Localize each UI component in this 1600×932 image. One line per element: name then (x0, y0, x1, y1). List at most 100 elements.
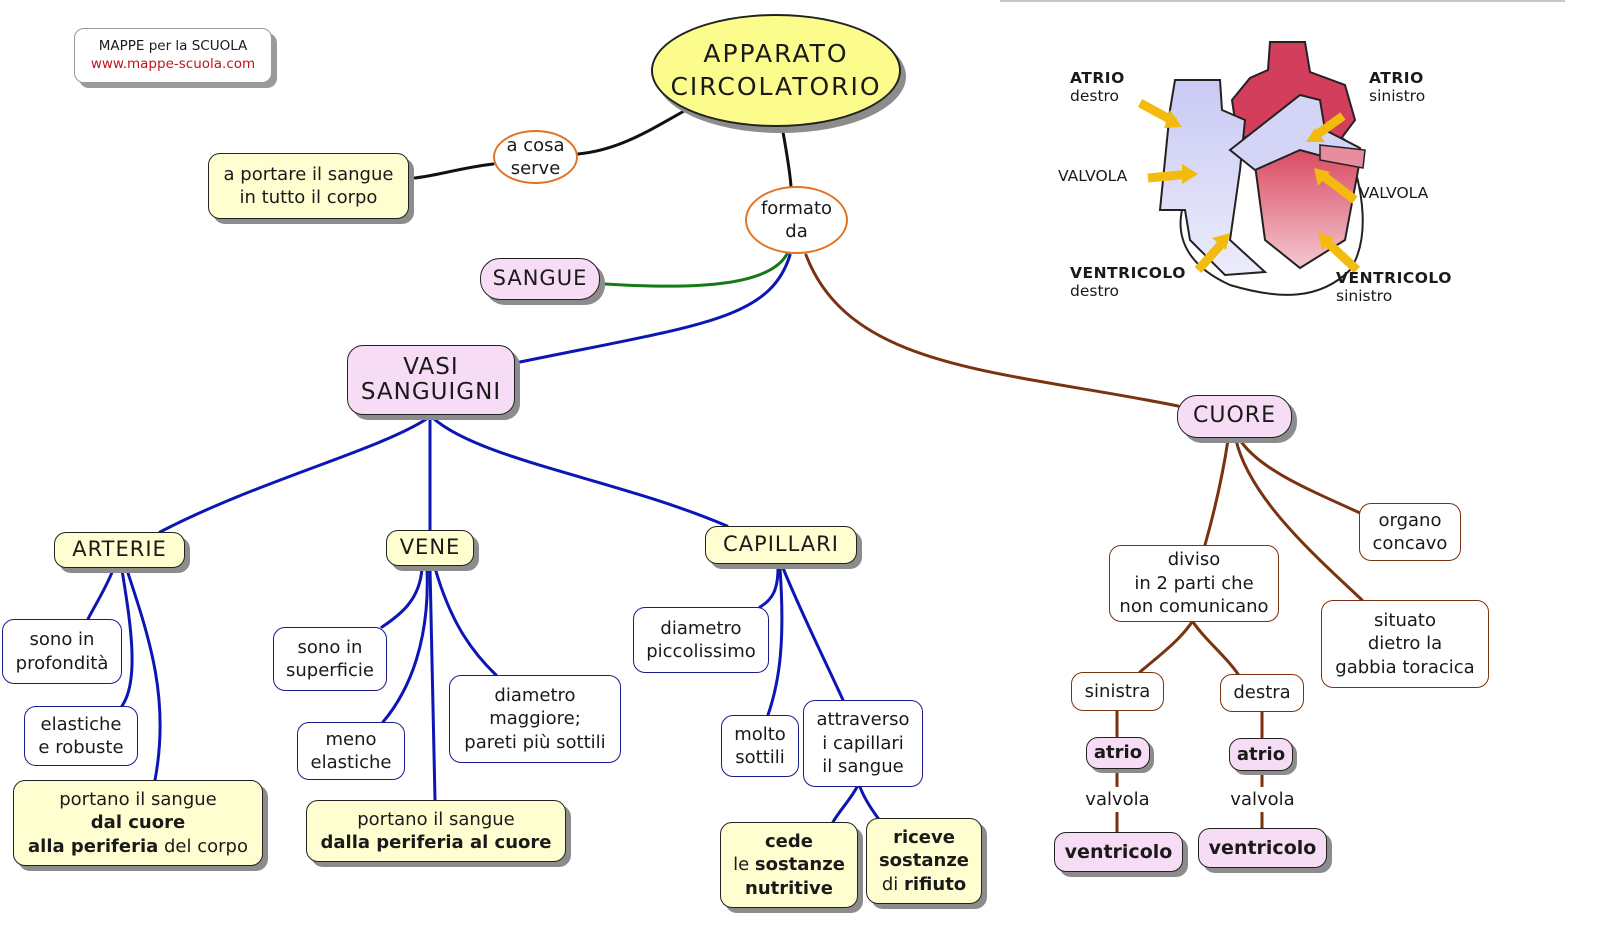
link-root-formato (780, 124, 793, 189)
riceve-line3-pre: di (881, 873, 904, 895)
sinistra-atrio: atrio (1086, 737, 1150, 769)
heart-illustration (1137, 41, 1366, 296)
capillari-label: CAPILLARI (723, 532, 839, 557)
diviso-line3: non comunicano (1119, 596, 1269, 618)
cuore-sinistra: sinistra (1071, 672, 1164, 711)
prop-line2: i capillari (822, 732, 904, 754)
riceve-line3-bold: rifiuto (903, 873, 967, 895)
label-text: VALVOLA (1359, 184, 1429, 202)
ventricolo-label: ventricolo (1064, 840, 1173, 863)
right-heart (1158, 79, 1268, 277)
prop-line1: attraverso (816, 709, 910, 731)
link-diviso-sinistra (1138, 620, 1194, 674)
link-vene-funz (428, 566, 437, 802)
link-cuore-diviso (1203, 438, 1230, 547)
brand-box: MAPPE per la SCUOLA www.mappe-scuola.com (74, 28, 272, 83)
label-text: VALVOLA (1058, 167, 1128, 185)
capillari-prop-sottili: molto sottili (721, 715, 799, 777)
concept-arterie: ARTERIE (54, 532, 185, 568)
heart-label-ventricolo-destro: VENTRICOLO destro (1070, 264, 1186, 301)
heart-label-valvola-right: VALVOLA (1359, 184, 1429, 203)
connector-line1: a cosa (506, 134, 565, 156)
atrio-label: atrio (1236, 743, 1286, 765)
link-cap-attr (781, 566, 845, 702)
root-line1: APPARATO (703, 39, 849, 68)
sinistra-valvola: valvola (1080, 787, 1155, 812)
link-formato-vasi (518, 253, 792, 364)
arterie-prop-elastiche: elastiche e robuste (24, 706, 138, 766)
link-arterie-elast (120, 568, 134, 708)
cede-line1: cede (765, 830, 813, 852)
prop-line2: maggiore; (489, 708, 581, 730)
sinistra-ventricolo: ventricolo (1054, 832, 1183, 872)
cuore-label: CUORE (1193, 403, 1276, 429)
label-bold: VENTRICOLO (1336, 269, 1452, 287)
connector-formato-da: formato da (745, 186, 848, 254)
label-sub: sinistro (1336, 286, 1393, 305)
arterie-prop-profondita: sono in profondità (2, 619, 122, 684)
valvola-label: valvola (1230, 788, 1295, 810)
cuore-destra: destra (1220, 674, 1304, 712)
link-formato-sangue (603, 252, 789, 288)
sinistra-label: sinistra (1084, 680, 1151, 702)
prop-line1: meno (325, 728, 377, 750)
prop-line2: elastiche (310, 752, 392, 773)
link-attr-cede (831, 785, 859, 824)
purpose-answer: a portare il sangue in tutto il corpo (208, 153, 409, 219)
prop-line2: superficie (286, 660, 374, 681)
diviso-line2: in 2 parti che (1134, 572, 1254, 594)
brand-title: MAPPE per la SCUOLA (98, 37, 248, 54)
sangue-label: SANGUE (492, 266, 588, 291)
function-line3-bold: alla periferia (28, 835, 159, 857)
riceve-line1: riceve (893, 826, 955, 848)
cede-line3: nutritive (745, 877, 833, 899)
function-line1: portano il sangue (357, 808, 515, 830)
destra-label: destra (1233, 682, 1291, 704)
ventricolo-label: ventricolo (1208, 836, 1317, 859)
link-diviso-destra (1191, 620, 1240, 676)
connector-line2: serve (510, 158, 561, 179)
function-line2-bold: dal cuore (90, 812, 186, 834)
prop-line3: il sangue (822, 756, 904, 778)
cuore-diviso: diviso in 2 parti che non comunicano (1109, 545, 1279, 622)
concept-vene: VENE (386, 530, 474, 566)
heart-label-atrio-sinistro: ATRIO sinistro (1369, 69, 1425, 106)
function-line3-rest: del corpo (158, 835, 248, 857)
link-cap-molto (766, 566, 784, 717)
prop-line1: sono in (297, 636, 363, 658)
label-sub: destro (1070, 281, 1120, 300)
cuore-situato: situato dietro la gabbia toracica (1321, 600, 1489, 688)
valvola-label: valvola (1085, 788, 1150, 810)
prop-line1: elastiche (40, 713, 122, 735)
function-line2-bold: dalla periferia al cuore (320, 832, 552, 853)
prop-line3: pareti più sottili (464, 731, 606, 753)
answer-line2: in tutto il corpo (239, 187, 378, 208)
destra-atrio: atrio (1229, 738, 1293, 771)
concept-capillari: CAPILLARI (705, 526, 857, 564)
link-root-acosa (576, 104, 695, 156)
link-vene-diam (433, 566, 498, 677)
prop-line1: sono in (29, 629, 95, 651)
vene-prop-superficie: sono in superficie (273, 627, 387, 691)
organo-line2: concavo (1372, 533, 1448, 554)
cuore-organo-concavo: organo concavo (1359, 503, 1461, 561)
link-vene-sup (380, 566, 424, 629)
heart-label-valvola-left: VALVOLA (1058, 167, 1128, 186)
prop-line2: profondità (15, 652, 109, 674)
link-acosa-answer (413, 162, 495, 180)
label-sub: destro (1070, 86, 1120, 105)
vene-prop-diametro: diametro maggiore; pareti più sottili (449, 675, 621, 763)
cede-line2-bold: sostanze (754, 854, 845, 876)
capillari-riceve: riceve sostanze di rifiuto (866, 818, 982, 904)
brand-url[interactable]: www.mappe-scuola.com (90, 55, 256, 72)
label-bold: VENTRICOLO (1070, 264, 1186, 282)
destra-ventricolo: ventricolo (1198, 828, 1327, 868)
link-arterie-prof (86, 568, 115, 621)
arrow-ventricolo-sinistro (1321, 236, 1361, 274)
heart-label-ventricolo-sinistro: VENTRICOLO sinistro (1336, 269, 1452, 306)
link-attr-riceve (858, 785, 880, 820)
diviso-line1: diviso (1167, 549, 1221, 571)
label-bold: ATRIO (1070, 69, 1125, 87)
capillari-prop-diametro: diametro piccolissimo (633, 607, 769, 673)
connector-a-cosa-serve: a cosa serve (493, 130, 578, 184)
